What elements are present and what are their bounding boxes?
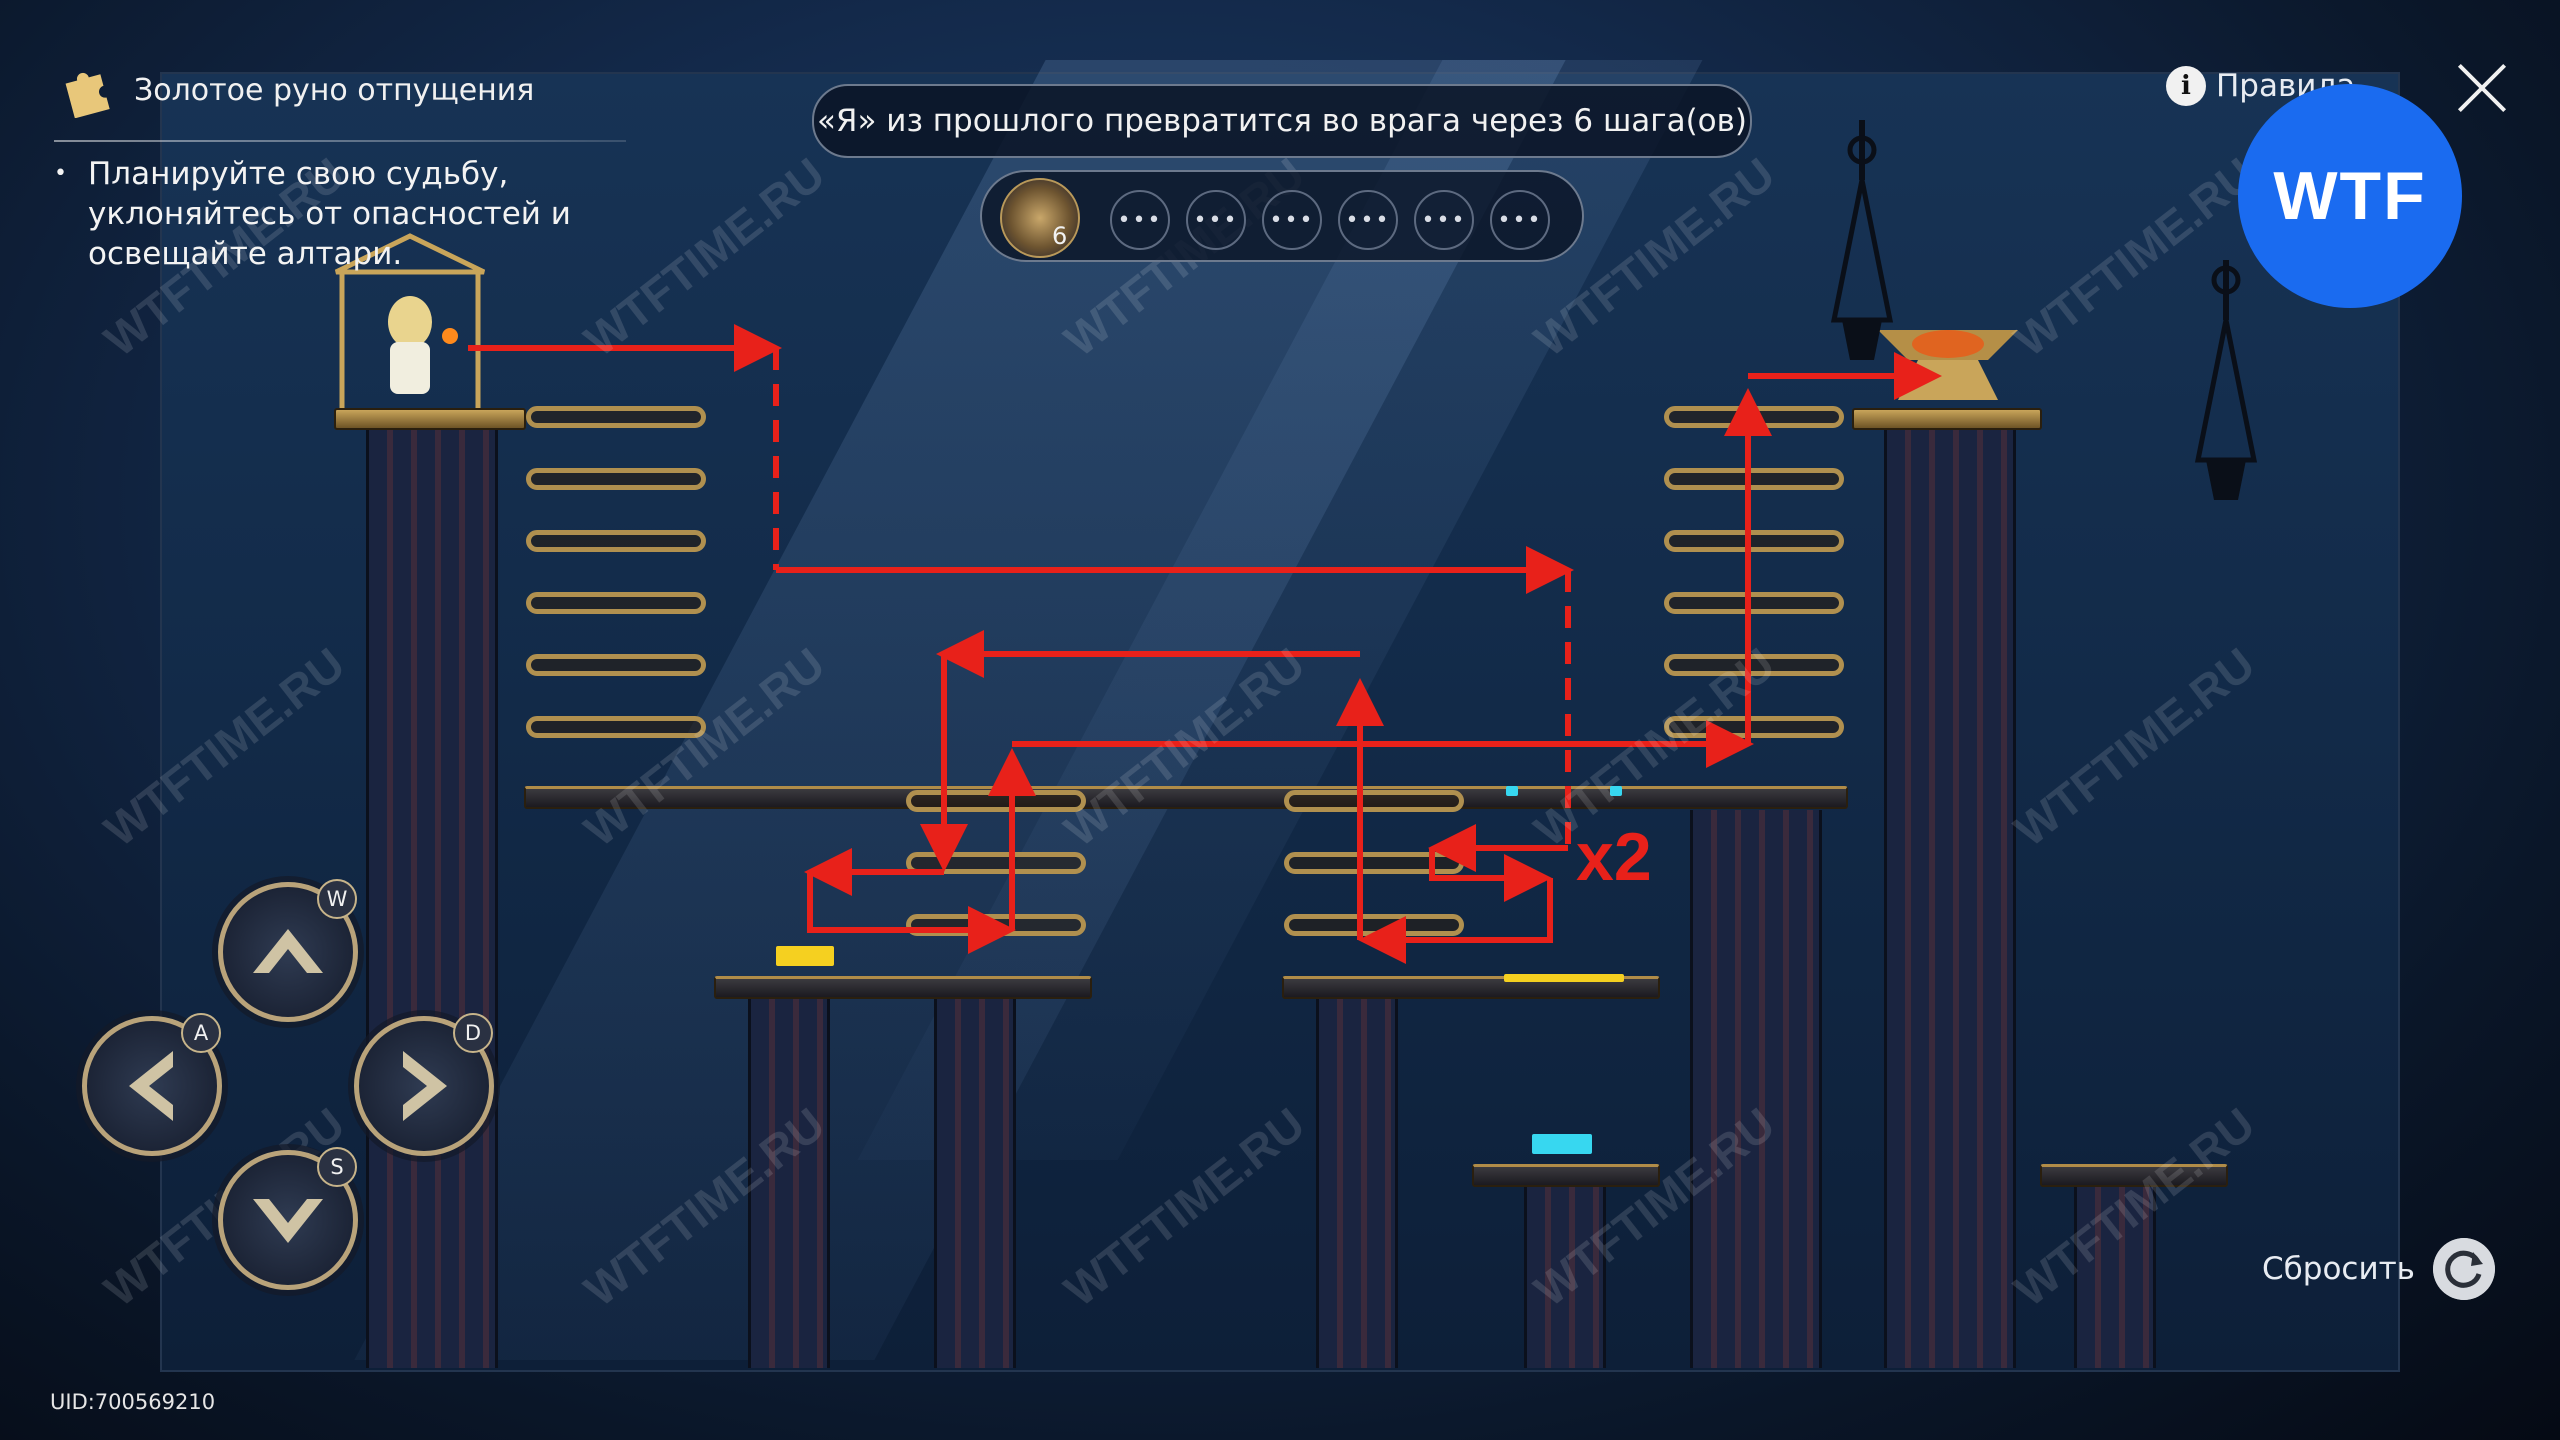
reset-label: Сбросить <box>2262 1251 2415 1287</box>
title-divider <box>54 140 626 142</box>
reset-button[interactable]: Сбросить <box>2262 1238 2495 1300</box>
pressure-plate-yellow <box>776 946 834 966</box>
key-hint: W <box>317 879 357 919</box>
step-slot: ••• <box>1338 190 1398 250</box>
arrow-up-icon <box>253 929 323 973</box>
platform <box>714 976 1092 999</box>
arrow-right-icon <box>403 1051 447 1121</box>
pillar <box>2074 1184 2156 1368</box>
step-count: 6 <box>1052 222 1068 250</box>
move-left-button[interactable]: A <box>82 1013 222 1156</box>
arrow-left-icon <box>129 1051 173 1121</box>
key-hint: A <box>181 1013 221 1053</box>
pressure-plate-cyan <box>1532 1134 1592 1154</box>
pillar <box>1884 428 2016 1368</box>
light-marker-cyan <box>1506 786 1518 796</box>
light-marker-cyan <box>1610 786 1622 796</box>
hanging-lamp <box>1830 120 1894 360</box>
step-slot: ••• <box>1490 190 1550 250</box>
platform <box>334 408 526 430</box>
key-hint: D <box>453 1013 493 1053</box>
ram-character-shrine <box>334 233 486 408</box>
key-hint: S <box>317 1147 357 1187</box>
puzzle-title: Золотое руно отпущения <box>134 72 535 108</box>
banner-text: «Я» из прошлого превратится во врага чер… <box>816 103 1748 139</box>
ram-avatar-icon <box>1000 178 1080 258</box>
pillar <box>1524 1184 1606 1368</box>
repeat-label: x2 <box>1576 819 1652 895</box>
pillar <box>366 428 498 1368</box>
platform <box>1472 1164 1660 1187</box>
objective-label: Планируйте свою судьбу, уклоняйтесь от о… <box>88 156 571 272</box>
step-slot: ••• <box>1186 190 1246 250</box>
arrow-down-icon <box>253 1199 323 1243</box>
refresh-icon <box>2432 1238 2495 1300</box>
step-slot: ••• <box>1110 190 1170 250</box>
badge-text: WTF <box>2273 158 2427 234</box>
pillar <box>934 996 1016 1368</box>
pillar <box>1690 810 1822 1368</box>
move-up-button[interactable]: W <box>218 879 358 1022</box>
altar-platform <box>1852 408 2042 430</box>
pillar <box>1316 996 1398 1368</box>
warning-banner: «Я» из прошлого превратится во врага чер… <box>812 84 1752 158</box>
objective-text: • Планируйте свою судьбу, уклоняйтесь от… <box>54 154 648 274</box>
move-right-button[interactable]: D <box>354 1013 494 1156</box>
info-icon: i <box>2166 66 2206 106</box>
light-bar-yellow <box>1504 974 1624 982</box>
step-tracker: 6 ••• ••• ••• ••• ••• ••• <box>980 170 1584 262</box>
bullet: • <box>54 161 67 186</box>
step-slot: ••• <box>1414 190 1474 250</box>
pillar <box>748 996 830 1368</box>
close-icon[interactable] <box>2454 60 2510 116</box>
platform <box>2040 1164 2228 1187</box>
ladder <box>526 406 706 786</box>
hanging-lamp <box>2194 260 2258 500</box>
user-id: UID:700569210 <box>50 1390 216 1414</box>
puzzle-header: Золотое руно отпущения <box>60 62 534 118</box>
puzzle-icon <box>65 72 110 118</box>
step-slot: ••• <box>1262 190 1322 250</box>
move-down-button[interactable]: S <box>218 1147 358 1290</box>
wtf-badge: WTF <box>2238 84 2462 308</box>
